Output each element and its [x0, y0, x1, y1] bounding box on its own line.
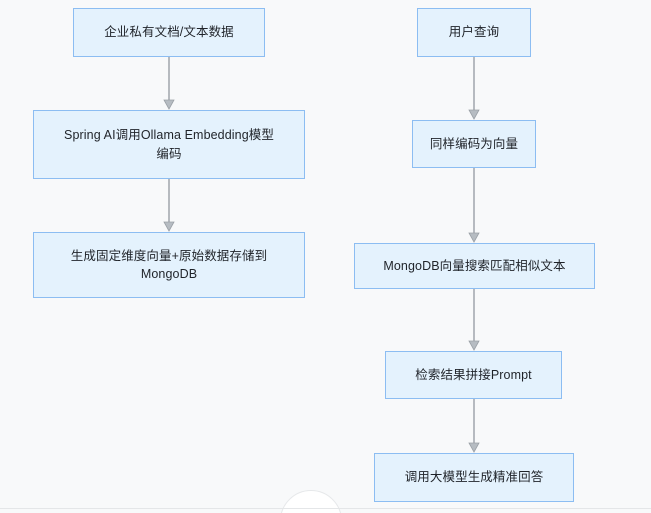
flow-edge-encode-to-search — [468, 168, 480, 243]
bottom-circle-decoration — [280, 490, 342, 513]
flow-edge-prompt-to-answer — [468, 399, 480, 453]
flow-node-build-prompt[interactable]: 检索结果拼接Prompt — [385, 351, 562, 399]
flow-node-enterprise-docs[interactable]: 企业私有文档/文本数据 — [73, 8, 265, 57]
flow-node-spring-ai-embedding[interactable]: Spring AI调用Ollama Embedding模型 编码 — [33, 110, 305, 179]
flow-node-mongodb-vector-search[interactable]: MongoDB向量搜索匹配相似文本 — [354, 243, 595, 289]
flow-node-llm-answer[interactable]: 调用大模型生成精准回答 — [374, 453, 574, 502]
flow-edge-docs-to-embedding — [163, 57, 175, 110]
flow-edge-search-to-prompt — [468, 289, 480, 351]
bottom-divider — [0, 508, 651, 509]
flow-edge-embedding-to-store — [163, 179, 175, 232]
flow-node-user-query[interactable]: 用户查询 — [417, 8, 531, 57]
flow-node-encode-query-vector[interactable]: 同样编码为向量 — [412, 120, 536, 168]
flow-node-store-vectors-mongodb[interactable]: 生成固定维度向量+原始数据存储到 MongoDB — [33, 232, 305, 298]
flow-edge-query-to-encode — [468, 57, 480, 120]
